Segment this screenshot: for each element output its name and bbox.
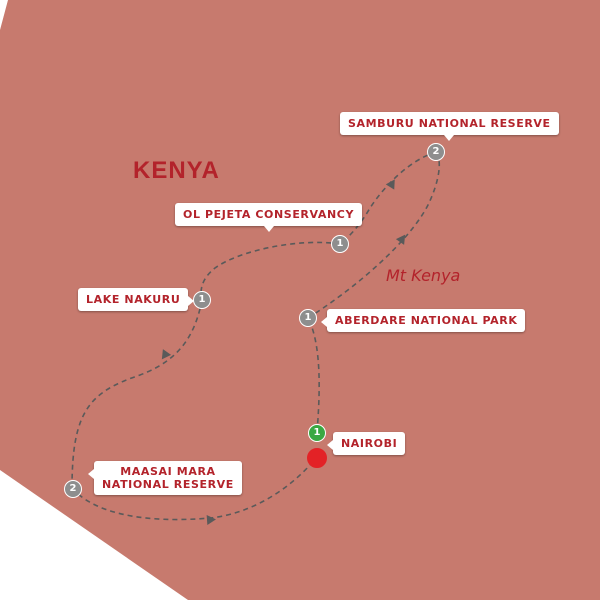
label-lake-nakuru[interactable]: LAKE NAKURU	[78, 288, 195, 311]
route-nairobi-aberdare	[307, 317, 320, 433]
label-samburu[interactable]: SAMBURU NATIONAL RESERVE	[340, 112, 559, 141]
marker-lake-nakuru[interactable]: 1	[193, 291, 211, 309]
label-nairobi[interactable]: NAIROBI	[326, 432, 406, 455]
marker-ol-pejeta[interactable]: 1	[331, 235, 349, 253]
marker-maasai-mara[interactable]: 2	[64, 480, 82, 498]
label-maasai-mara-line1: MAASAI MARA	[120, 465, 216, 478]
direction-arrow	[161, 349, 172, 360]
label-maasai-mara-line2: NATIONAL RESERVE	[102, 478, 234, 491]
route-nakuru-mara	[71, 299, 203, 489]
route-aberdare-samburu	[307, 151, 441, 319]
label-ol-pejeta[interactable]: OL PEJETA CONSERVANCY	[175, 203, 363, 232]
route-olpejeta-nakuru	[200, 241, 341, 301]
sea-corner	[0, 0, 8, 30]
label-aberdare[interactable]: ABERDARE NATIONAL PARK	[320, 309, 526, 332]
label-maasai-mara[interactable]: MAASAI MARA NATIONAL RESERVE	[88, 461, 242, 495]
marker-nairobi-start[interactable]: 1	[308, 424, 326, 442]
direction-arrow	[385, 179, 395, 190]
marker-samburu[interactable]: 2	[427, 143, 445, 161]
mt-kenya-label: Mt Kenya	[386, 266, 461, 285]
direction-arrow	[206, 515, 216, 525]
country-label: KENYA	[133, 157, 220, 184]
marker-nairobi-end[interactable]	[307, 448, 327, 468]
direction-arrow	[395, 234, 406, 245]
route-samburu-olpejeta	[339, 151, 437, 245]
marker-aberdare[interactable]: 1	[299, 309, 317, 327]
sea-region	[0, 470, 188, 600]
